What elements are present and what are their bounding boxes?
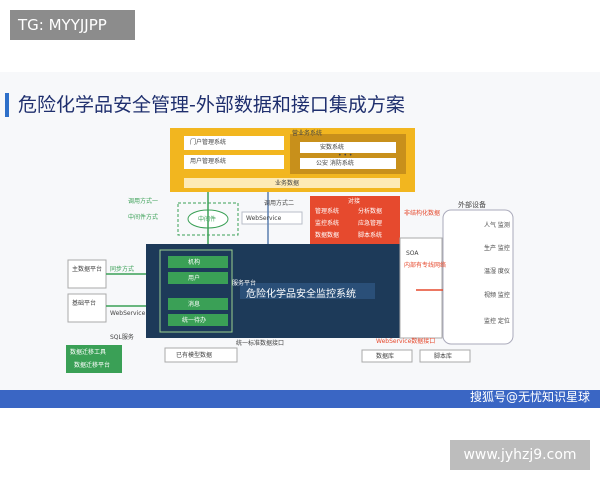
portal-right2-label: 公安 消防系统 xyxy=(316,160,354,167)
channel-left-label: SOA xyxy=(406,250,419,257)
portal-right-title: 营业务系统 xyxy=(292,130,323,137)
mid-label: 中间件方式 xyxy=(128,214,159,221)
existing-data-label: 已有模型数据 xyxy=(176,352,213,359)
left-box2-label: 基础平台 xyxy=(72,300,97,307)
main-title-band xyxy=(240,283,375,299)
tool-box xyxy=(66,345,122,373)
call-right-label: 调用方式二 xyxy=(264,200,295,207)
unified-label: 统一标准数据接口 xyxy=(236,340,285,347)
modules-header: 对接 xyxy=(348,198,361,205)
left-side-label: SQL服务 xyxy=(110,334,134,341)
slide-bottom-band xyxy=(0,390,600,408)
portal-bottom-bar xyxy=(184,178,400,188)
network-label: 非结构化数据 xyxy=(404,210,441,217)
call-left-label: 调用方式一 xyxy=(128,198,159,205)
module-item: 监控系统 xyxy=(315,220,340,227)
portal-right1-label: 安数系统 xyxy=(320,144,345,151)
webservice1-label: WebService xyxy=(246,215,282,222)
slide-title: 危险化学品安全管理-外部数据和接口集成方案 xyxy=(18,94,405,116)
portal-box-left1 xyxy=(184,136,284,150)
device-label: 监控 定位 xyxy=(484,318,510,325)
service-platform-frame xyxy=(159,249,233,333)
platform-cell-label: 用户 xyxy=(188,275,201,282)
modules-group xyxy=(310,196,400,244)
module-item: 分析数据 xyxy=(358,208,383,215)
db1-label: 数据库 xyxy=(376,353,395,360)
left-box2 xyxy=(67,293,107,323)
module-item: 脚本系统 xyxy=(358,232,383,239)
watermark-site: www.jyhzj9.com xyxy=(450,440,590,470)
service-platform-label: 服务平台 xyxy=(232,280,257,287)
existing-data-box xyxy=(164,347,238,363)
left-side-label: WebService xyxy=(110,310,146,317)
platform-cell-label: 消息 xyxy=(188,301,201,308)
footer-credit: 搜狐号@无忧知识星球 xyxy=(469,390,590,404)
left-box1 xyxy=(67,259,107,289)
left-side-label: 同步方式 xyxy=(110,266,135,273)
portal-dots: • • • xyxy=(338,152,353,159)
main-title: 危险化学品安全监控系统 xyxy=(246,289,356,300)
portal-box-right1 xyxy=(300,142,396,153)
webservice2-label: WebService数据接口 xyxy=(376,338,436,345)
portal-left1-label: 门户管理系统 xyxy=(190,139,227,146)
db-box2 xyxy=(419,349,471,363)
channel-right-label: 内部有专线网络 xyxy=(404,262,447,269)
portal-box-right2 xyxy=(300,158,396,169)
module-item: 应急管理 xyxy=(358,220,383,227)
portal-left2-label: 用户管理系统 xyxy=(190,158,227,165)
outside-title: 外部设备 xyxy=(458,201,486,209)
left-box1-label: 主数据平台 xyxy=(72,266,103,273)
cell-yonghu xyxy=(168,272,228,284)
device-label: 视频 监控 xyxy=(484,292,510,299)
tool-box-sub: 数据迁移平台 xyxy=(74,362,111,369)
middleware-label: 中间件 xyxy=(198,216,217,223)
db2-label: 脚本库 xyxy=(434,353,453,360)
device-label: 生产 监控 xyxy=(484,245,510,252)
module-item: 数据数据 xyxy=(315,232,340,239)
watermark-tag: TG: MYYJJPP xyxy=(10,10,135,40)
platform-cell-label: 机构 xyxy=(188,259,201,266)
db-box1 xyxy=(361,349,413,363)
right-channel xyxy=(399,237,443,339)
webservice-box1 xyxy=(241,211,303,225)
cell-daiban xyxy=(168,314,228,326)
device-panel xyxy=(442,209,514,345)
portal-bottom-label: 业务数据 xyxy=(275,180,300,187)
cell-jigou xyxy=(168,256,228,268)
cell-xiaoxi xyxy=(168,298,228,310)
tool-box-title: 数据迁移工具 xyxy=(70,349,107,356)
title-accent-bar xyxy=(5,93,9,117)
platform-cell-label: 统一待办 xyxy=(182,317,207,324)
device-label: 温湿 度仪 xyxy=(484,268,510,275)
device-label: 人气 监测 xyxy=(484,222,510,229)
module-item: 管理系统 xyxy=(315,208,340,215)
portal-box-left2 xyxy=(184,155,284,169)
